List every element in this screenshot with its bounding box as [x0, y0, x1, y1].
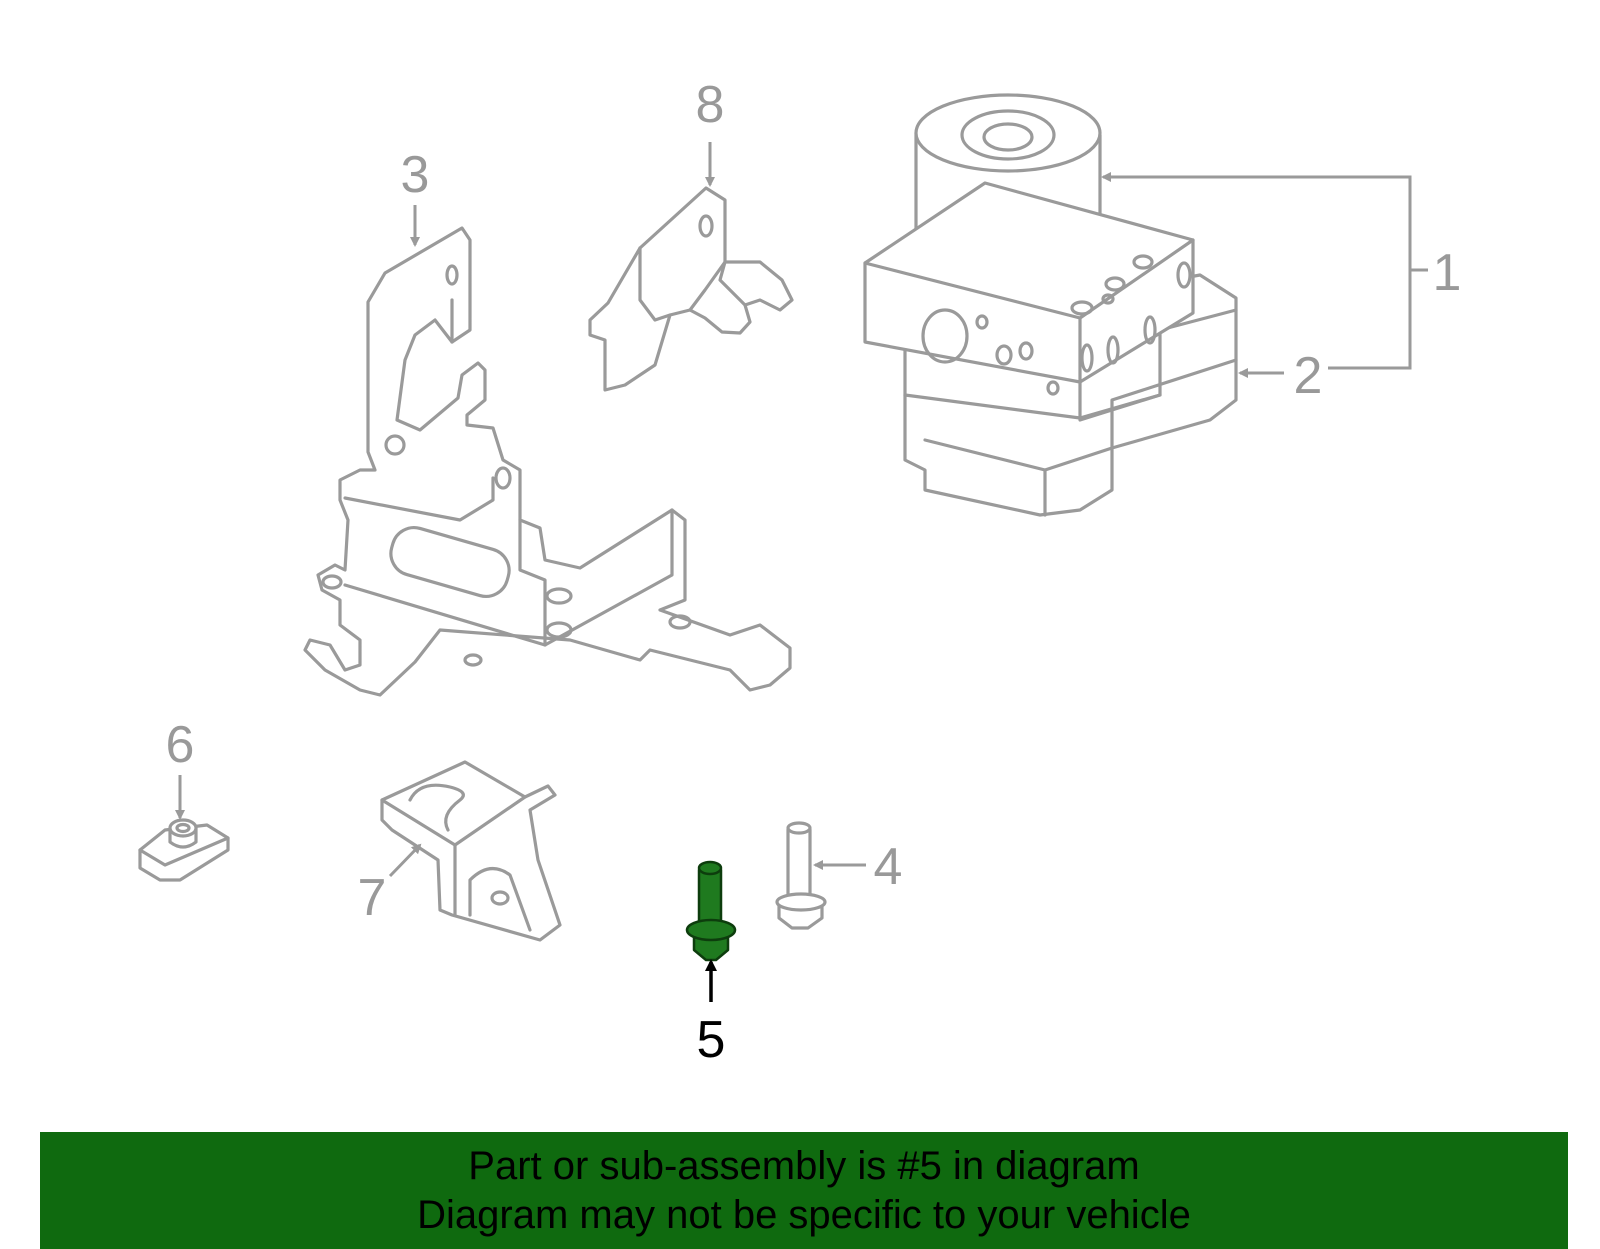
banner-line-disclaimer: Diagram may not be specific to your vehi…: [417, 1193, 1191, 1237]
callout-8: 8: [696, 76, 725, 134]
callout-1: 1: [1433, 244, 1462, 302]
callout-7: 7: [358, 869, 387, 927]
bolt-part-4: [775, 821, 827, 930]
abs-mounting-bracket: [303, 226, 792, 697]
abs-modulator-assembly: [863, 93, 1238, 517]
part-info-banner: Part or sub-assembly is #5 in diagram Di…: [40, 1132, 1568, 1249]
callout-5: 5: [697, 1011, 726, 1069]
lower-bracket: [380, 760, 562, 942]
parts-diagram: 1 2 3 4 5 6 7 8: [138, 76, 1462, 1069]
leader-lines: [175, 142, 1428, 1002]
callout-labels: 1 2 3 4 5 6 7 8: [166, 76, 1462, 1069]
banner-line-part: Part or sub-assembly is #5 in diagram: [468, 1144, 1140, 1188]
nut-plate: [138, 818, 230, 882]
callout-3: 3: [401, 146, 430, 204]
bolt-part-5-highlighted: [685, 860, 737, 962]
callout-2: 2: [1294, 347, 1323, 405]
callout-6: 6: [166, 716, 195, 774]
callout-4: 4: [874, 838, 903, 896]
upper-bracket: [588, 186, 794, 392]
